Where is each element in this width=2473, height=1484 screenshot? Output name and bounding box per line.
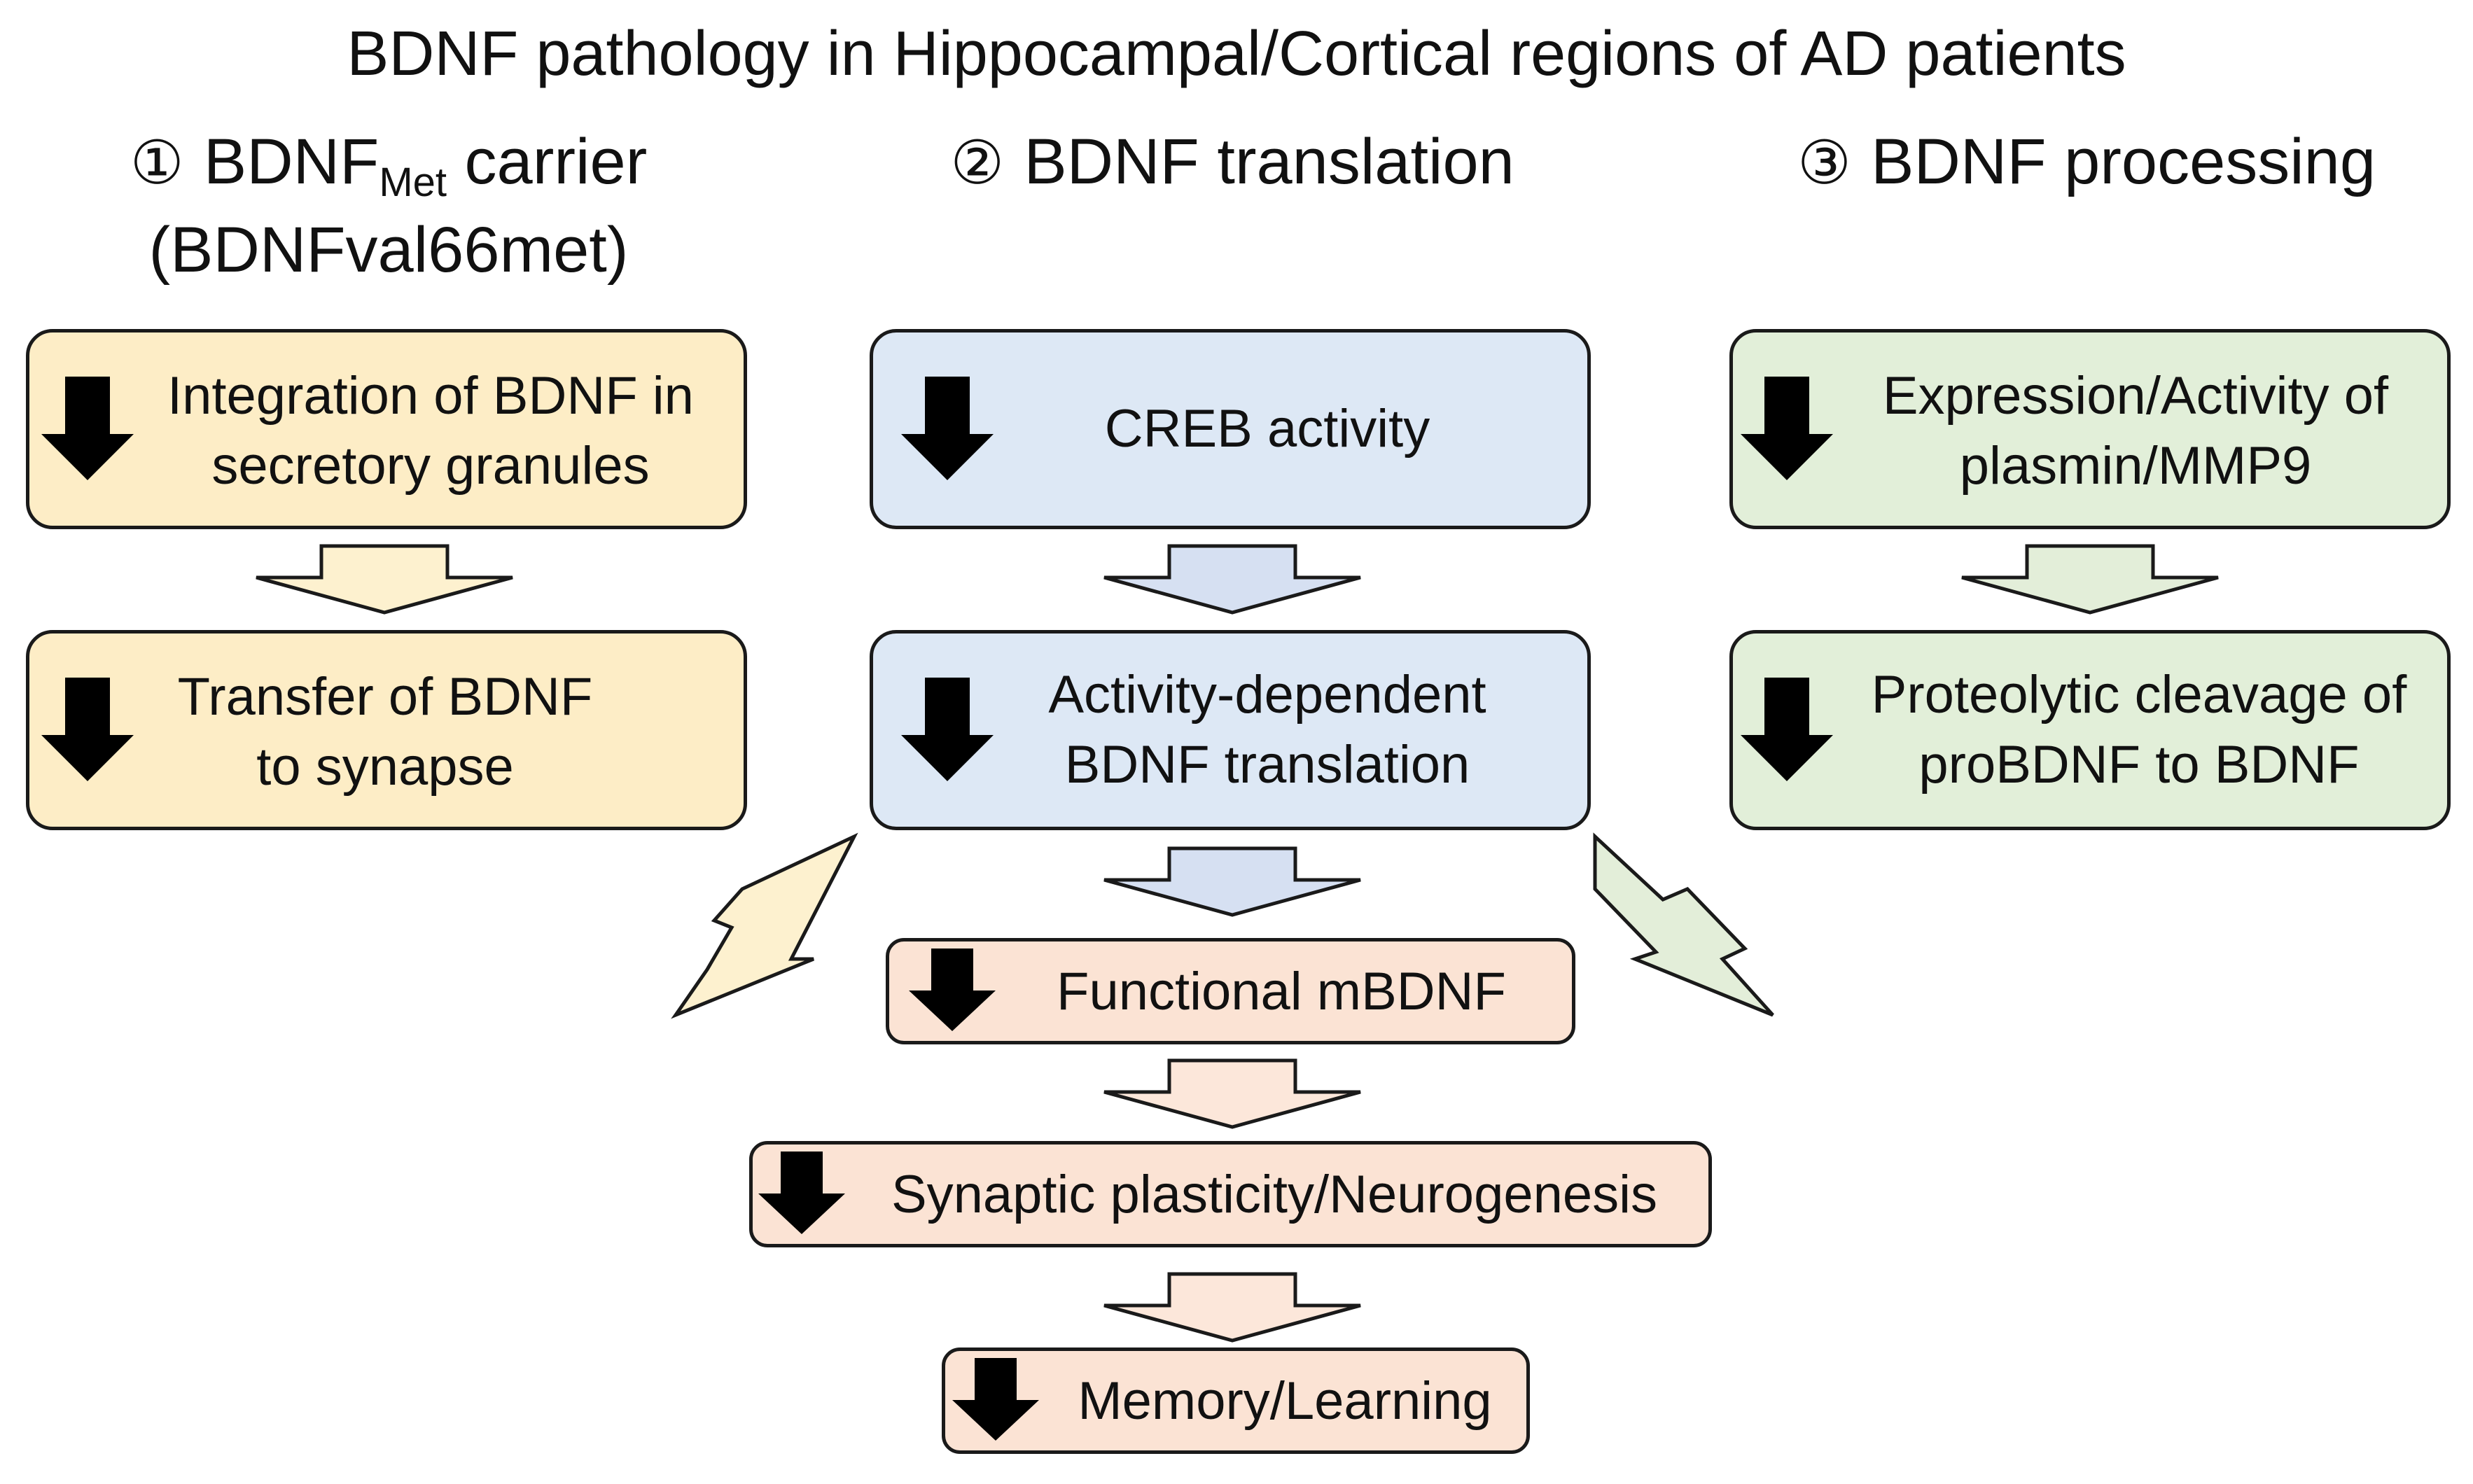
- box-text-line: Expression/Activity of: [1882, 366, 2389, 426]
- heading-rest: carrier: [447, 126, 648, 197]
- down-arrow-icon: [901, 377, 994, 480]
- diagram-title: BDNF pathology in Hippocampal/Cortical r…: [347, 19, 2126, 89]
- heading-text: BDNF processing: [1871, 126, 2376, 197]
- down-arrow-icon: [909, 948, 996, 1031]
- box-text-line: proBDNF to BDNF: [1918, 735, 2360, 794]
- box-text-line: Transfer of BDNF: [177, 667, 593, 727]
- box-synaptic-plasticity: [749, 1141, 1712, 1247]
- heading-main: BDNF: [203, 126, 379, 197]
- box-text-line: Memory/Learning: [1078, 1371, 1492, 1431]
- box-text-line: Integration of BDNF in: [167, 366, 694, 426]
- down-arrow-icon: [41, 377, 134, 480]
- column-heading-3: ③ BDNF processing: [1722, 120, 2451, 204]
- circled-number-1: ①: [130, 128, 184, 198]
- lightning-arrow-icon: [671, 832, 858, 1019]
- column-heading-1-line2: (BDNFval66met): [148, 214, 629, 286]
- down-arrow-icon: [1741, 678, 1833, 781]
- box-text-line: Synaptic plasticity/Neurogenesis: [891, 1165, 1658, 1224]
- block-arrow-icon: [1961, 544, 2219, 615]
- box-text-line: secretory granules: [211, 436, 650, 496]
- heading-text: BDNF translation: [1024, 126, 1514, 197]
- block-arrow-icon: [1103, 544, 1361, 615]
- box-text-line: Proteolytic cleavage of: [1871, 665, 2407, 724]
- box-memory-learning: [942, 1348, 1530, 1454]
- block-arrow-icon: [1103, 1272, 1361, 1343]
- circled-number-3: ③: [1797, 128, 1852, 198]
- box-functional-mbdnf: [886, 938, 1575, 1044]
- circled-number-2: ②: [950, 128, 1005, 198]
- down-arrow-icon: [1741, 377, 1833, 480]
- box-text-line: CREB activity: [1104, 399, 1430, 458]
- down-arrow-icon: [41, 678, 134, 781]
- block-arrow-icon: [1103, 1058, 1361, 1129]
- box-proteolytic-cleavage: [1729, 630, 2451, 830]
- box-creb-activity: [870, 329, 1591, 529]
- column-heading-2: ② BDNF translation: [868, 120, 1596, 204]
- box-plasmin-mmp9-activity: [1729, 329, 2451, 529]
- down-arrow-icon: [952, 1358, 1039, 1441]
- box-text-line: Functional mBDNF: [1057, 962, 1506, 1021]
- box-bdnf-granule-integration: [26, 329, 747, 529]
- box-text-line: BDNF translation: [1064, 735, 1470, 794]
- box-activity-dependent-translation: [870, 630, 1591, 830]
- down-arrow-icon: [901, 678, 994, 781]
- lightning-arrow-icon: [1593, 832, 1774, 1017]
- down-arrow-icon: [758, 1152, 845, 1234]
- box-text-line: Activity-dependent: [1048, 665, 1486, 724]
- box-text-line: plasmin/MMP9: [1959, 436, 2312, 496]
- box-bdnf-synapse-transfer: [26, 630, 747, 830]
- heading-subscript: Met: [379, 160, 447, 205]
- block-arrow-icon: [256, 544, 513, 615]
- column-heading-1: ① BDNFMet carrier: [42, 120, 735, 204]
- box-text-line: to synapse: [256, 737, 514, 797]
- block-arrow-icon: [1103, 846, 1361, 917]
